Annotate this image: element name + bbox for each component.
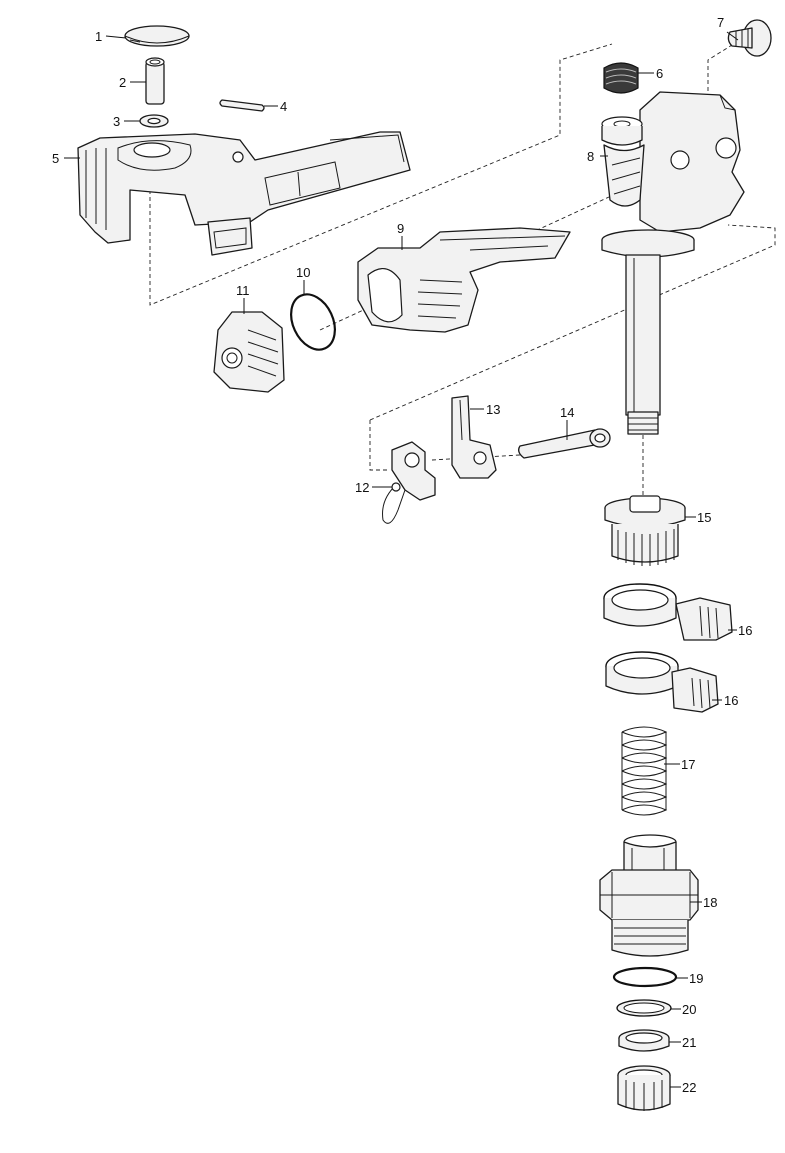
callout-14: 14 — [560, 405, 574, 420]
part-16-clip-lower — [605, 651, 719, 713]
part-17-spring — [621, 726, 668, 816]
callout-20: 20 — [682, 1002, 696, 1017]
part-16-clip-upper — [603, 583, 733, 641]
callout-labels: 1 2 3 4 5 6 7 8 9 10 11 12 13 14 15 16 1… — [52, 15, 752, 1095]
callout-18: 18 — [703, 895, 717, 910]
part-18-housing — [599, 834, 699, 957]
callout-leaders — [64, 31, 739, 1088]
part-15-nut — [604, 495, 686, 566]
part-6-dark-nut — [603, 62, 639, 94]
part-2-tube — [145, 57, 165, 105]
part-11-knob — [213, 311, 285, 393]
callout-16-upper: 16 — [738, 623, 752, 638]
part-3-washer — [139, 114, 169, 128]
part-20-washer — [616, 999, 672, 1017]
callout-17: 17 — [681, 757, 695, 772]
callout-10: 10 — [296, 265, 310, 280]
callout-16-lower: 16 — [724, 693, 738, 708]
callout-22: 22 — [682, 1080, 696, 1095]
callout-3: 3 — [113, 114, 120, 129]
callout-15: 15 — [697, 510, 711, 525]
part-12-cam-loop — [382, 441, 436, 524]
callout-19: 19 — [689, 971, 703, 986]
callout-12: 12 — [355, 480, 369, 495]
part-13-bracket — [451, 395, 497, 479]
callout-6: 6 — [656, 66, 663, 81]
callout-4: 4 — [280, 99, 287, 114]
callout-7: 7 — [717, 15, 724, 30]
part-8-valve-body — [601, 91, 745, 435]
part-5-lever-arm — [77, 131, 411, 256]
callout-11: 11 — [236, 283, 250, 298]
callout-21: 21 — [682, 1035, 696, 1050]
callout-13: 13 — [486, 402, 500, 417]
part-4-pin — [219, 99, 265, 112]
part-9-handle-plate — [357, 227, 571, 333]
part-1-cap — [124, 25, 190, 47]
part-7-screw — [727, 19, 772, 57]
part-14-shaft-pin — [518, 428, 611, 459]
callout-5: 5 — [52, 151, 59, 166]
callout-2: 2 — [119, 75, 126, 90]
part-21-ring — [618, 1029, 670, 1052]
callout-1: 1 — [95, 29, 102, 44]
part-22-cap-nut — [617, 1065, 671, 1111]
part-10-o-ring — [290, 293, 336, 351]
part-19-o-ring — [612, 966, 678, 988]
callout-9: 9 — [397, 221, 404, 236]
callout-8: 8 — [587, 149, 594, 164]
